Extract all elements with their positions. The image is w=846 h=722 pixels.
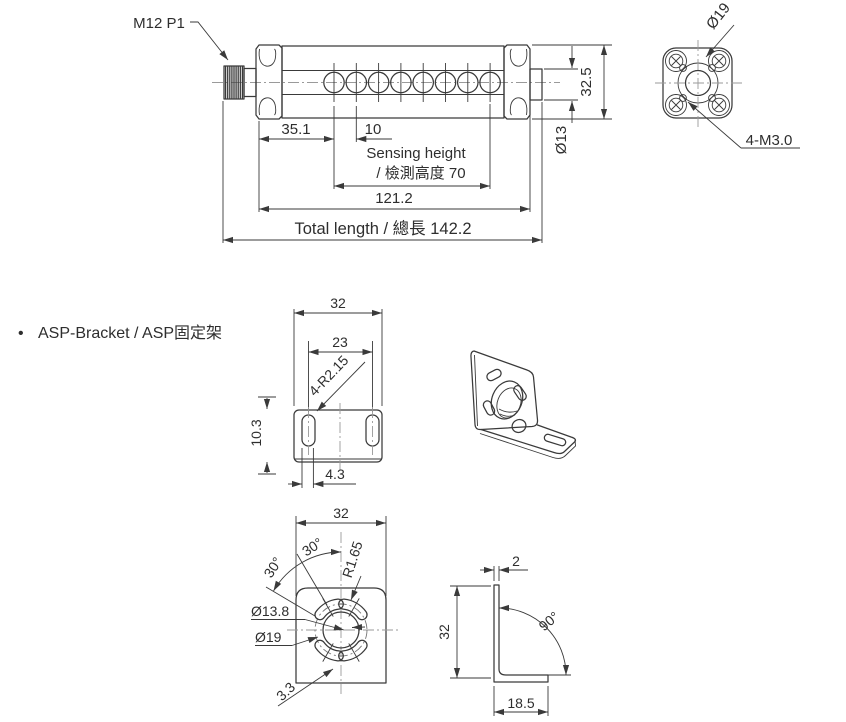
iso-slot-right <box>513 385 527 401</box>
iso-bore-wall-lines <box>498 408 518 417</box>
dim-total-length: Total length / 總長 142.2 <box>294 219 471 238</box>
bracket-side-view: 2 32 90° 18.5 <box>436 553 571 716</box>
fv-angle-arc-1 <box>301 548 342 563</box>
dim-height: 32.5 <box>578 67 595 96</box>
bracket-title: ASP-Bracket / ASP固定架 <box>38 324 222 342</box>
sensing-height-label-2: / 檢測高度 70 <box>376 165 465 182</box>
center-bore <box>684 69 712 97</box>
dim-pitch: 10 <box>365 121 382 138</box>
fv-dim-bolt-circle: Ø19 <box>255 629 282 645</box>
fv-dim-slot-end-radius: R1.65 <box>339 539 366 580</box>
right-cap-clip-top <box>509 48 528 67</box>
fv-arc-slots <box>314 598 368 662</box>
tv-dim-slot-spacing: 23 <box>332 334 348 350</box>
bracket-section-title: • ASP-Bracket / ASP固定架 <box>18 324 222 342</box>
iso-slot-left <box>482 400 496 416</box>
screws-leader <box>687 101 742 149</box>
left-end-cap <box>255 44 283 120</box>
dim-body-length: 121.2 <box>375 190 413 207</box>
fv-plate <box>295 587 387 684</box>
iso-plate <box>470 350 539 431</box>
iso-bore-outer <box>490 380 524 420</box>
sensor-body <box>281 45 505 119</box>
sensor-end-view: Ø19 4-M3.0 <box>655 0 800 149</box>
right-end-cap <box>503 44 531 120</box>
tv-plate <box>293 409 383 463</box>
corner-screw-pads <box>665 50 730 116</box>
fv-bolt-circle <box>314 603 368 657</box>
collar-dia-leader <box>705 24 735 58</box>
left-cap-clip-bottom <box>258 97 277 116</box>
sv-angle-arc <box>498 604 570 676</box>
fv-dim-angle1: 30° <box>299 534 325 559</box>
fv-dim-offset: 3.3 <box>273 679 298 704</box>
connector-leader <box>190 21 229 61</box>
title-bullet: • <box>18 325 24 342</box>
m3-holes <box>679 64 716 102</box>
end-shaft <box>529 68 543 101</box>
iso-bore-inner <box>496 387 522 419</box>
right-cap-clip-bottom <box>509 97 528 116</box>
dim-collar-dia: Ø19 <box>703 0 734 33</box>
sensing-height-label-1: Sensing height <box>366 145 466 162</box>
iso-base-thickness <box>479 433 576 459</box>
sensor-side-view: M12 P1 35.1 10 Sensing height / 檢測高度 70 … <box>133 15 612 244</box>
iso-base-top <box>480 424 577 455</box>
left-cap-clip-top <box>258 48 277 67</box>
sv-l-profile <box>493 584 549 683</box>
tv-dim-slot-width: 4.3 <box>325 466 345 482</box>
tv-dim-width: 32 <box>330 295 346 311</box>
dim-offset: 35.1 <box>281 121 310 138</box>
iso-hole-bottom <box>511 418 527 434</box>
dim-screws: 4-M3.0 <box>746 132 793 149</box>
fv-angle-arc-2 <box>273 562 303 592</box>
fv-ref-150 <box>265 586 316 617</box>
beam-lenses <box>323 63 501 102</box>
sv-dim-angle: 90° <box>536 608 563 634</box>
iso-slot-top <box>486 368 502 382</box>
fv-offset-leader <box>277 668 334 707</box>
bracket-top-view: 32 23 4-R2.15 10.3 4.3 <box>248 295 383 488</box>
fv-dim-angle2: 30° <box>260 554 285 580</box>
fv-dim-width: 32 <box>333 505 349 521</box>
sv-dim-base: 18.5 <box>507 695 534 711</box>
bracket-3d-view <box>470 350 577 459</box>
iso-base-slot <box>543 433 567 447</box>
dim-shaft-dia: Ø13 <box>553 126 570 154</box>
fv-end-radius-leader <box>350 575 362 601</box>
sv-dim-height: 32 <box>436 624 452 640</box>
tv-slot-radius-leader <box>316 361 366 412</box>
connector-label: M12 P1 <box>133 15 185 32</box>
fv-ref-120 <box>296 553 328 606</box>
fv-dim-bore: Ø13.8 <box>251 603 289 619</box>
iso-plate-edge <box>474 354 478 427</box>
sv-dim-thickness: 2 <box>512 553 520 569</box>
tv-dim-slot-radius: 4-R2.15 <box>305 352 351 399</box>
bracket-front-view: 32 30° 30° R1.65 Ø13.8 Ø19 3.3 <box>251 505 401 707</box>
m12-thread-hatch <box>224 66 244 99</box>
tv-dim-depth: 10.3 <box>248 419 264 446</box>
corner-screws <box>668 53 727 113</box>
